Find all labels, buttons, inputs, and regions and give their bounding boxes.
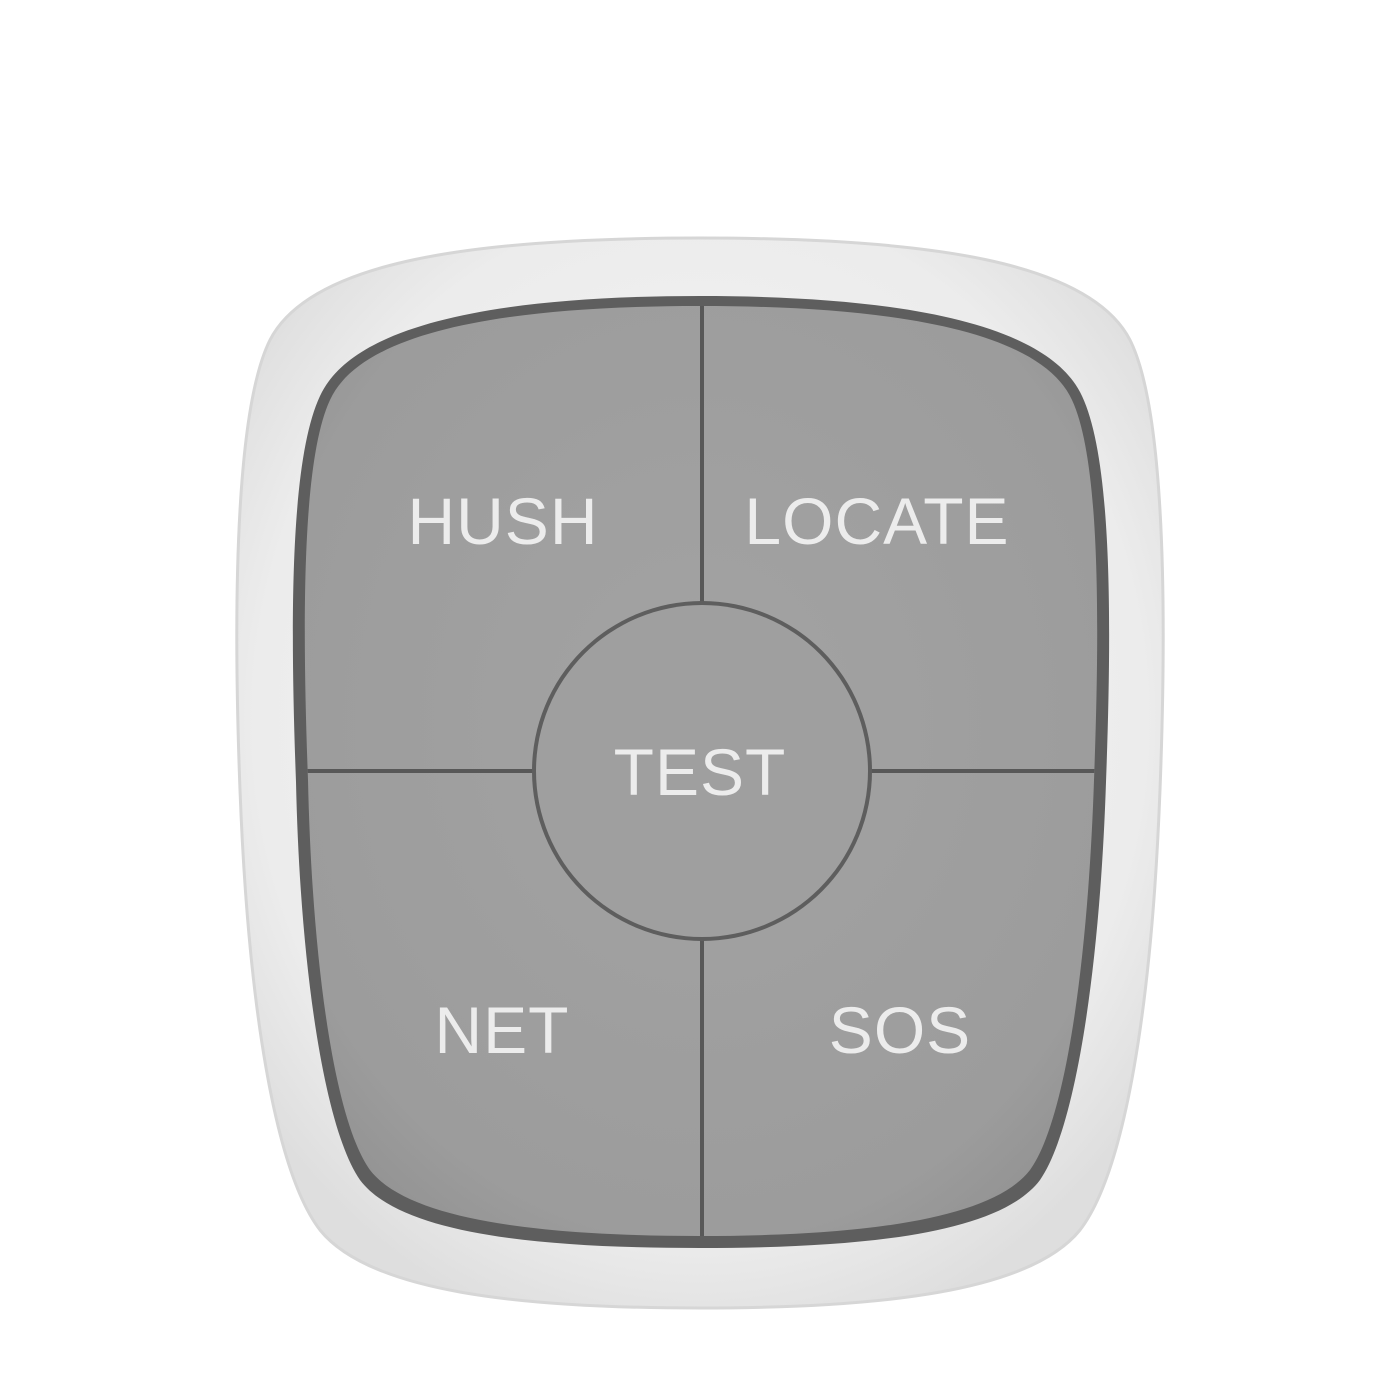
net-label: NET [435,993,570,1067]
hush-label: HUSH [407,484,598,558]
locate-label: LOCATE [744,484,1009,558]
test-button[interactable] [536,605,868,937]
test-label: TEST [614,735,787,809]
sos-label: SOS [829,993,971,1067]
